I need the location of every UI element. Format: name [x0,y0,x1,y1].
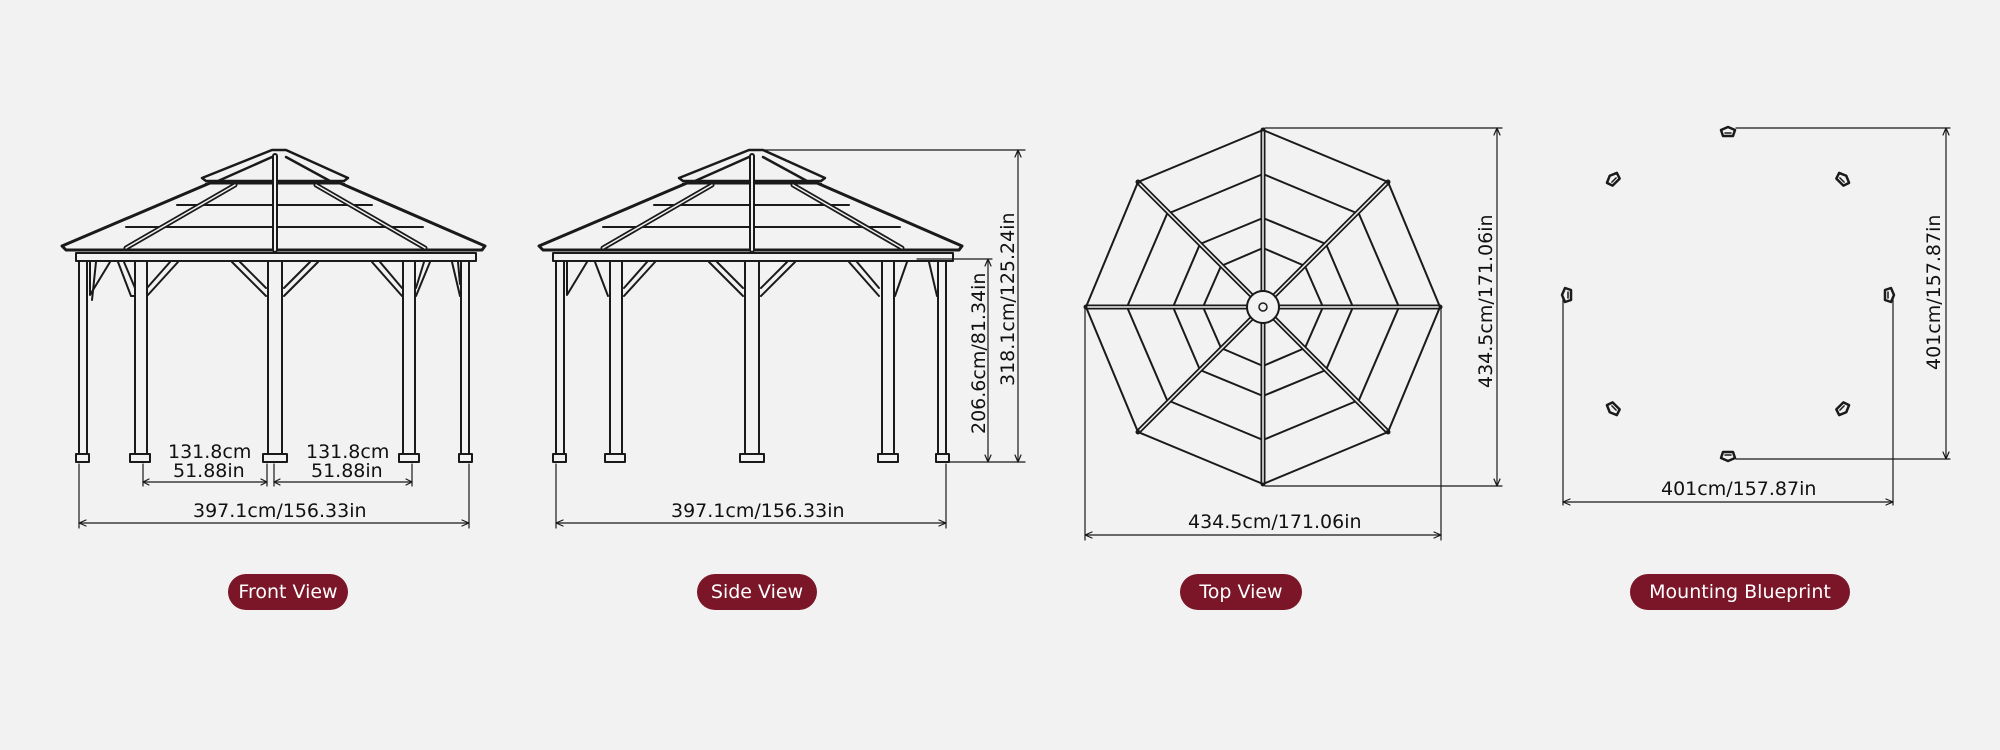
posts [75,260,473,463]
side-view-panel: 397.1cm/156.33in 206.6cm/81.34in 318.1cm… [477,0,1037,750]
mounting-feet [1560,125,1896,463]
front-dimension-lines [78,463,470,529]
side-total-width: 397.1cm/156.33in [671,500,845,522]
front-right-span-cm: 131.8cm [306,441,390,463]
center-hub [1246,290,1280,324]
front-right-span-in: 51.88in [311,460,383,482]
main-roof [537,153,964,253]
foot-s [1719,450,1737,463]
top-view-label[interactable]: Top View [1180,574,1302,610]
foot-n [1719,125,1737,138]
mounting-width: 401cm/157.87in [1661,478,1817,500]
mounting-blueprint-label[interactable]: Mounting Blueprint [1630,574,1850,610]
front-total-width: 397.1cm/156.33in [193,500,367,522]
front-left-span-in: 51.88in [173,460,245,482]
foot-w [1560,286,1573,304]
front-beam [75,252,477,262]
foot-nw [1605,171,1621,187]
braces [566,261,938,297]
top-depth: 434.5cm/171.06in [1475,214,1497,388]
top-view-drawing [1083,127,1503,541]
posts [552,260,950,463]
top-view-panel: 434.5cm/171.06in 434.5cm/171.06in Top Vi… [1070,0,1530,750]
main-roof [60,153,487,253]
front-view-drawing [60,148,487,529]
foot-se [1835,401,1851,417]
side-dimension-lines [555,149,1026,529]
mounting-blueprint-panel: 401cm/157.87in 401cm/157.87in Mounting B… [1540,0,2000,750]
front-view-panel: 131.8cm 51.88in 131.8cm 51.88in 397.1cm/… [0,0,500,750]
side-view-drawing [537,148,1026,529]
foot-sw [1605,401,1621,417]
mounting-blueprint-drawing [1560,125,1951,506]
mounting-dimension-lines [1562,127,1951,506]
foot-ne [1835,171,1851,187]
mounting-depth: 401cm/157.87in [1923,214,1945,370]
side-post-height: 206.6cm/81.34in [968,272,990,434]
top-width: 434.5cm/171.06in [1188,511,1362,533]
side-view-label[interactable]: Side View [697,574,817,610]
side-total-height: 318.1cm/125.24in [997,212,1019,386]
top-dimension-lines [1084,127,1503,541]
front-left-span-cm: 131.8cm [168,441,252,463]
braces [89,261,461,301]
front-view-label[interactable]: Front View [228,574,348,610]
foot-e [1883,286,1896,304]
